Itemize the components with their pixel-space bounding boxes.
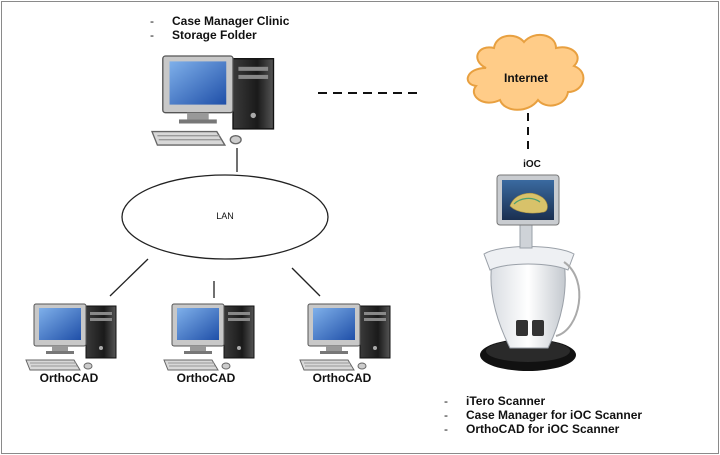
- list-item: -Case Manager for iOC Scanner: [444, 408, 643, 422]
- workstation-computer-icon: [163, 303, 255, 371]
- internet-label: Internet: [504, 71, 548, 85]
- server-computer-icon: [151, 55, 275, 146]
- workstation-computer-icon: [299, 303, 391, 371]
- lan-ellipse: [121, 174, 329, 260]
- workstation-label: OrthoCAD: [177, 371, 236, 385]
- list-item-text: Storage Folder: [172, 28, 257, 42]
- ioc-items-list: -iTero Scanner -Case Manager for iOC Sca…: [444, 394, 704, 436]
- lan-connector-left: [109, 258, 149, 297]
- workstation-computer-icon: [25, 303, 117, 371]
- list-item-text: Case Manager Clinic: [172, 14, 290, 28]
- workstation-label: OrthoCAD: [40, 371, 99, 385]
- lan-connector-right: [291, 267, 321, 297]
- internet-cloud-icon: [466, 33, 585, 111]
- list-item: -iTero Scanner: [444, 394, 546, 408]
- lan-label: LAN: [216, 211, 234, 221]
- list-item: -Case Manager Clinic: [150, 14, 290, 28]
- list-item-text: iTero Scanner: [466, 394, 546, 408]
- list-item: -OrthoCAD for iOC Scanner: [444, 422, 620, 436]
- list-item-text: Case Manager for iOC Scanner: [466, 408, 643, 422]
- list-item-text: OrthoCAD for iOC Scanner: [466, 422, 620, 436]
- ioc-scanner-icon: [480, 174, 581, 371]
- workstation-label: OrthoCAD: [313, 371, 372, 385]
- list-item: -Storage Folder: [150, 28, 257, 42]
- ioc-label: iOC: [523, 159, 541, 170]
- server-items-list: -Case Manager Clinic -Storage Folder: [150, 14, 390, 42]
